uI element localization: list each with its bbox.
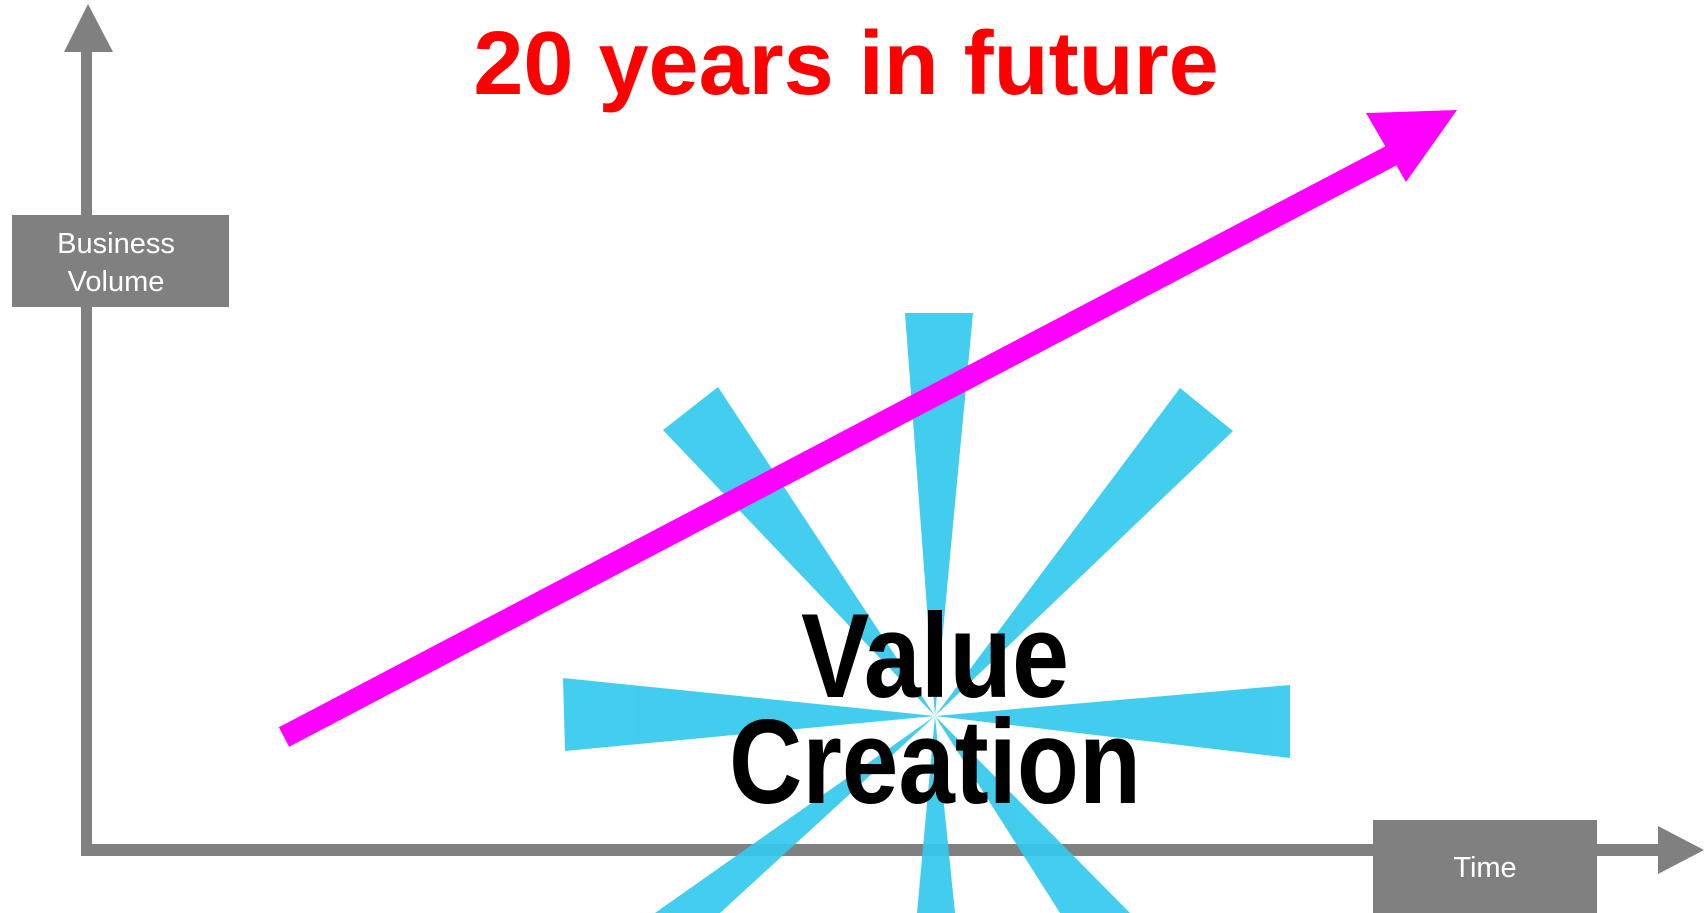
x-axis-arrowhead: [1658, 826, 1704, 874]
y-axis-arrowhead: [64, 4, 113, 52]
diagram-title: 20 years in future: [473, 14, 1218, 114]
center-label-line-2: Creation: [729, 695, 1141, 829]
center-label: Value Creation: [729, 589, 1141, 829]
y-axis-label-line-2: Volume: [68, 266, 165, 298]
x-axis-label-box: Time: [1373, 820, 1597, 913]
y-axis-label-line-1: Business: [57, 228, 175, 260]
y-axis: [64, 4, 113, 856]
x-axis-label: Time: [1453, 852, 1516, 884]
y-axis-label-box: Business Volume: [12, 215, 229, 307]
y-axis-line: [81, 48, 92, 856]
